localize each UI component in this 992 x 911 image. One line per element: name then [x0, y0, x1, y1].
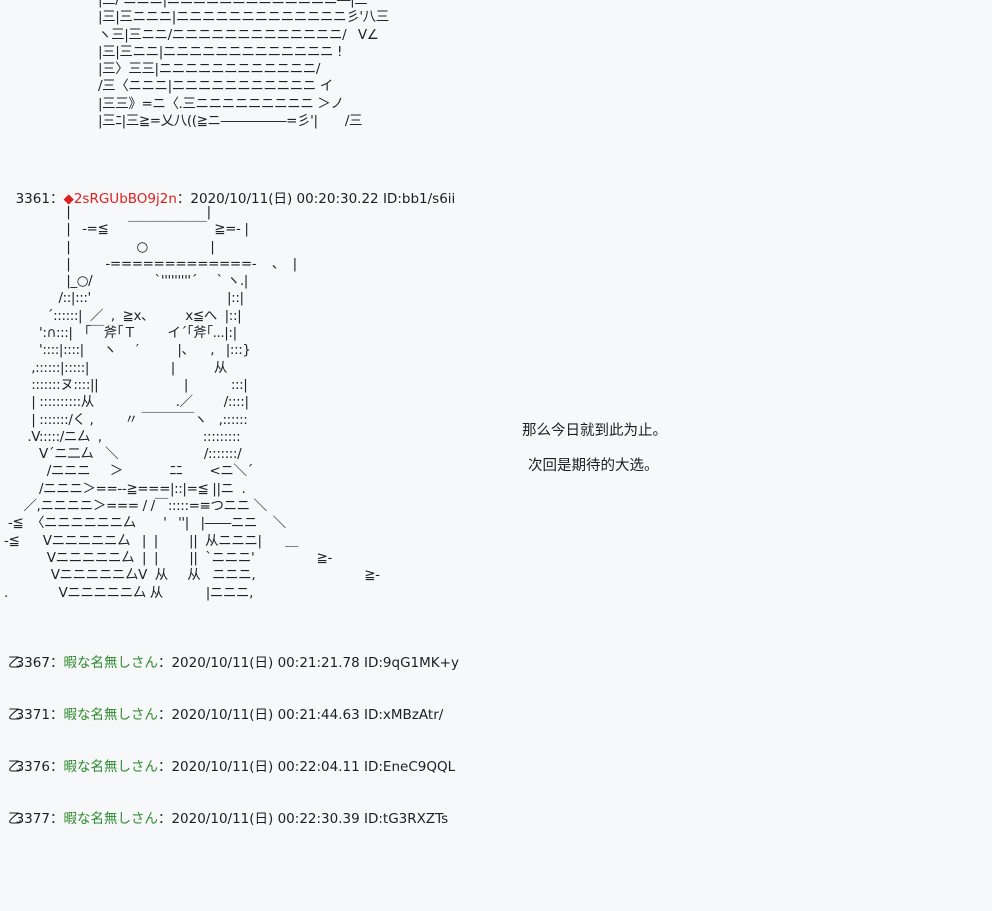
post-separator: ： — [49, 811, 64, 827]
post-date: ：2020/10/11(日) 00:21:44.63 — [157, 707, 360, 723]
dialogue-line-2: 次回是期待的大选。 — [528, 458, 659, 474]
post-body: 乙 — [8, 707, 22, 723]
post-id[interactable]: ID:9qG1MK+y — [364, 655, 459, 671]
post-separator: ： — [49, 759, 64, 775]
post-date: ：2020/10/11(日) 00:20:30.22 — [176, 191, 379, 207]
trip-diamond-icon: ◆ — [63, 191, 74, 207]
poster-name: 暇な名無しさん — [63, 759, 158, 775]
post-number[interactable]: 3376 — [15, 759, 50, 775]
post-id[interactable]: ID:tG3RXZTs — [364, 811, 449, 827]
post-separator: ： — [49, 655, 64, 671]
post-header-3361: 3361：◆2sRGUbBO9j2n：2020/10/11(日) 00:20:3… — [7, 172, 456, 208]
post-header: 3377：暇な名無しさん：2020/10/11(日) 00:22:30.39 I… — [7, 792, 449, 828]
post-number[interactable]: 3377 — [15, 811, 50, 827]
post-separator: ： — [49, 707, 64, 723]
post-id[interactable]: ID:bb1/s6ii — [382, 191, 456, 207]
post-header: 3371：暇な名無しさん：2020/10/11(日) 00:21:44.63 I… — [7, 688, 444, 724]
post-header: 3376：暇な名無しさん：2020/10/11(日) 00:22:04.11 I… — [7, 740, 456, 776]
post-header: 3367：暇な名無しさん：2020/10/11(日) 00:21:21.78 I… — [7, 636, 459, 672]
post-number[interactable]: 3367 — [15, 655, 50, 671]
trip-code: 2sRGUbBO9j2n — [73, 191, 177, 207]
post-body: 乙 — [8, 759, 22, 775]
post-body: 乙 — [8, 655, 22, 671]
poster-name: 暇な名無しさん — [63, 707, 158, 723]
post-number[interactable]: 3371 — [15, 707, 50, 723]
ascii-art-top: |三/ ニニニ|ニニニニニニニニニニニニニ―|三 |三|三ニニニ|ニニニニニニニ… — [98, 0, 389, 130]
poster-name: 暇な名無しさん — [63, 655, 158, 671]
post-body: 乙 — [8, 811, 22, 827]
post-separator: ： — [49, 191, 64, 207]
poster-name: 暇な名無しさん — [63, 811, 158, 827]
post-date: ：2020/10/11(日) 00:22:04.11 — [157, 759, 360, 775]
dialogue-line-1: 那么今日就到此为止。 — [522, 423, 667, 439]
post-number[interactable]: 3361 — [15, 191, 50, 207]
post-id[interactable]: ID:EneC9QQL — [364, 759, 456, 775]
post-date: ：2020/10/11(日) 00:21:21.78 — [157, 655, 360, 671]
post-date: ：2020/10/11(日) 00:22:30.39 — [157, 811, 360, 827]
post-id[interactable]: ID:xMBzAtr/ — [364, 707, 444, 723]
ascii-art-main: | | | -=≦ ￣￣￣￣￣￣ ≧=- | | ○ | | -========… — [4, 204, 380, 601]
